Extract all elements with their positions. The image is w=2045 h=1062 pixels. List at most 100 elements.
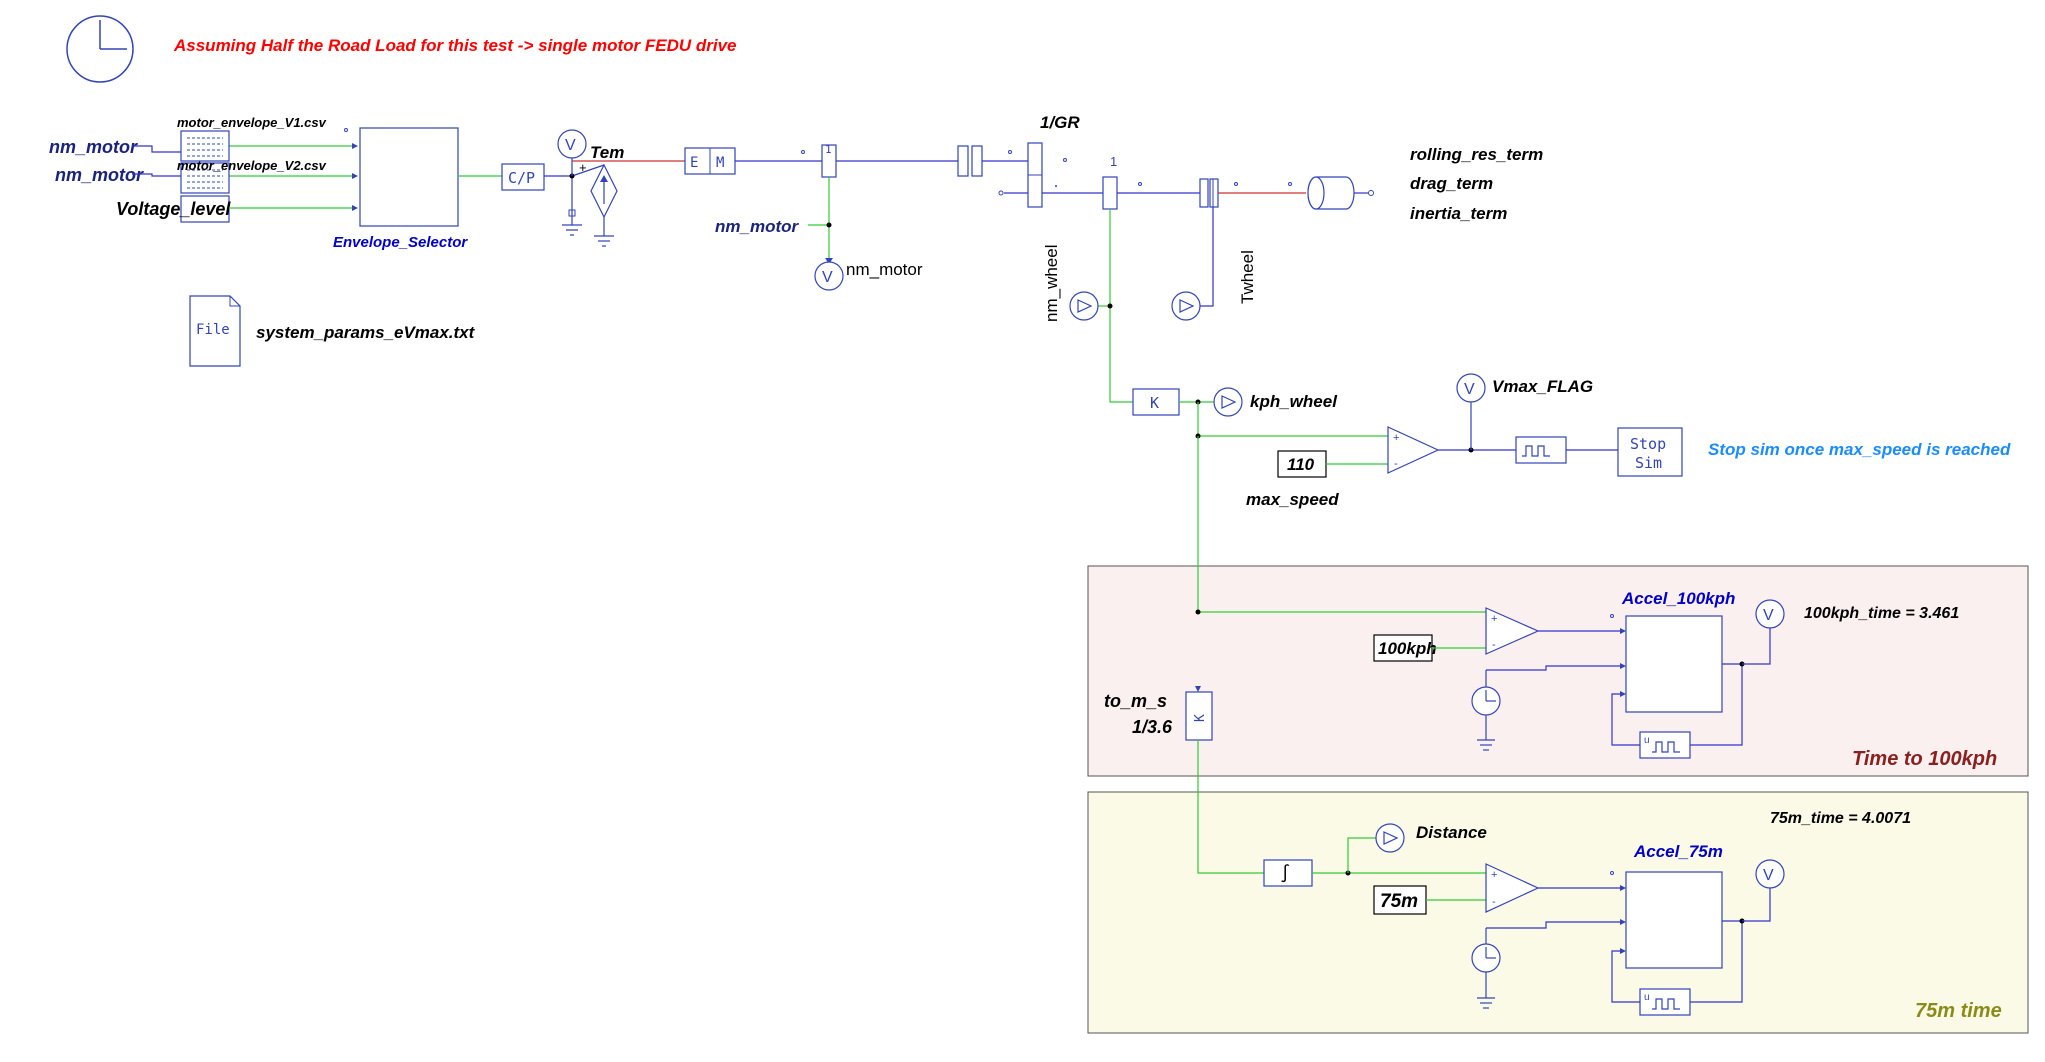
label-to-m-s: to_m_s (1104, 691, 1167, 711)
label-kph-wheel: kph_wheel (1250, 392, 1338, 411)
label-nm-motor-2: nm_motor (55, 165, 144, 185)
label-to-m-s-gain: 1/3.6 (1132, 717, 1173, 737)
label-nm-motor-probe: nm_motor (846, 260, 923, 279)
svg-text:V: V (565, 137, 576, 154)
gain-to-m-s[interactable]: K (1185, 691, 1213, 741)
envelope-selector-block[interactable] (344, 127, 459, 227)
svg-text:+: + (579, 160, 587, 175)
label-voltage-level: Voltage_level (116, 199, 231, 219)
svg-text:75m: 75m (1380, 891, 1418, 912)
voltmeter-tem[interactable]: V (557, 129, 587, 159)
header-note: Assuming Half the Road Load for this tes… (173, 36, 736, 55)
label-vmax-flag: Vmax_FLAG (1492, 377, 1593, 396)
svg-text:K: K (1193, 714, 1208, 722)
accel-75m-block[interactable] (1610, 871, 1723, 969)
panel-time-to-100kph (1087, 565, 2029, 777)
svg-text:+: + (1491, 869, 1497, 881)
svg-text:1: 1 (1110, 154, 1117, 169)
lookup-table-v2[interactable] (180, 162, 230, 194)
comparator-max-speed[interactable]: + - (1387, 426, 1440, 474)
voltmeter-75m-time[interactable]: V (1755, 859, 1785, 889)
sim-time-clock-75[interactable] (1471, 928, 1501, 1009)
probe-twheel[interactable] (1171, 291, 1201, 321)
label-stop-note: Stop sim once max_speed is reached (1708, 440, 2011, 459)
label-nm-motor-1: nm_motor (49, 137, 138, 157)
label-nm-motor-goto: nm_motor (715, 217, 800, 236)
comparator-75m[interactable]: + - (1485, 863, 1540, 913)
voltage-level-goto[interactable] (180, 195, 230, 223)
probe-kph-wheel[interactable] (1213, 387, 1243, 417)
svg-text:C/P: C/P (508, 169, 535, 187)
label-gear-ratio: 1/GR (1040, 113, 1080, 132)
probe-distance[interactable] (1375, 823, 1405, 853)
label-system-params-file: system_params_eVmax.txt (256, 323, 476, 342)
wheel-torque-sensor[interactable] (1199, 178, 1219, 208)
svg-text:V: V (1763, 867, 1774, 884)
em-interface-block[interactable]: E M (684, 147, 736, 175)
probe-nm-wheel[interactable] (1069, 291, 1099, 321)
vehicle-load-block[interactable] (1307, 176, 1355, 210)
gearbox-block[interactable] (1027, 142, 1043, 208)
comparator-100kph[interactable]: + - (1485, 607, 1540, 655)
label-lut-v1: motor_envelope_V1.csv (177, 115, 327, 130)
svg-text:1: 1 (825, 143, 832, 156)
svg-text:K: K (1150, 394, 1159, 412)
label-drag: drag_term (1410, 174, 1493, 193)
shaft-coupling[interactable] (957, 145, 983, 177)
label-distance: Distance (1416, 823, 1487, 842)
svg-text:100kph: 100kph (1378, 639, 1437, 658)
sim-time-clock-100[interactable] (1471, 670, 1501, 751)
label-accel-100kph: Accel_100kph (1621, 589, 1735, 608)
memory-block-100[interactable]: u (1639, 731, 1691, 759)
voltmeter-vmax-flag[interactable]: V (1456, 373, 1486, 403)
label-lut-v2: motor_envelope_V2.csv (177, 158, 327, 173)
accel-100kph-block[interactable] (1610, 614, 1723, 713)
clock-icon[interactable] (66, 15, 134, 83)
svg-text:110: 110 (1287, 455, 1315, 474)
label-max-speed: max_speed (1246, 490, 1339, 509)
wire-wheel-speed (1109, 209, 1133, 403)
cp-converter-block[interactable]: C/P (501, 163, 545, 191)
svg-text:V: V (1763, 607, 1774, 624)
panel-75m-title: 75m time (1915, 1000, 2002, 1022)
label-tem: Tem (590, 143, 624, 162)
svg-text:u: u (1644, 735, 1650, 746)
svg-text:-: - (1492, 639, 1496, 651)
voltmeter-nm-motor[interactable]: V (814, 261, 844, 291)
svg-text:V: V (822, 269, 833, 286)
svg-text:V: V (1464, 381, 1475, 398)
stop-sim-block[interactable]: Stop Sim (1617, 427, 1683, 477)
label-inertia: inertia_term (1410, 204, 1507, 223)
label-rolling-res: rolling_res_term (1410, 145, 1543, 164)
file-icon[interactable]: File (189, 295, 241, 367)
label-envelope-selector: Envelope_Selector (333, 234, 468, 251)
const-75m[interactable]: 75m (1373, 885, 1427, 915)
wheel-speed-sensor[interactable] (1102, 176, 1118, 210)
label-twheel: Twheel (1238, 250, 1257, 304)
svg-text:Sim: Sim (1635, 454, 1662, 472)
motor-speed-sensor[interactable]: 1 (821, 143, 837, 178)
controlled-source[interactable] (590, 163, 618, 247)
lookup-table-v1[interactable] (180, 130, 230, 162)
readout-100kph-time: 100kph_time = 3.461 (1804, 605, 1959, 622)
panel-100kph-title: Time to 100kph (1852, 748, 1997, 770)
wire-nm-in-2 (132, 173, 181, 177)
gain-k-kph[interactable]: K (1132, 388, 1180, 416)
svg-text:-: - (1492, 896, 1496, 908)
panel-75m-time (1087, 791, 2029, 1034)
label-nm-wheel: nm_wheel (1042, 245, 1061, 323)
edge-detector[interactable] (1515, 436, 1567, 464)
svg-text:E: E (690, 155, 698, 171)
svg-text:u: u (1644, 992, 1650, 1003)
label-accel-75m: Accel_75m (1633, 842, 1723, 861)
const-max-speed[interactable]: 110 (1277, 450, 1327, 478)
memory-block-75[interactable]: u (1639, 988, 1691, 1016)
svg-text:-: - (1394, 458, 1398, 470)
const-100kph[interactable]: 100kph (1373, 634, 1437, 662)
svg-text:∫: ∫ (1280, 864, 1290, 884)
svg-text:M: M (716, 155, 724, 171)
voltmeter-100kph-time[interactable]: V (1755, 599, 1785, 629)
wire-nm-in-1 (132, 145, 181, 153)
readout-75m-time: 75m_time = 4.0071 (1770, 810, 1911, 827)
integrator-block[interactable]: ∫ (1263, 859, 1313, 887)
